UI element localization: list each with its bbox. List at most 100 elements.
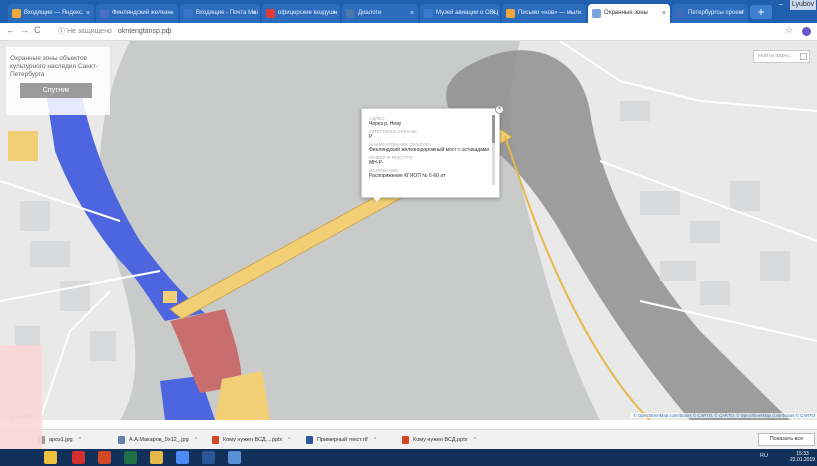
browser-tab[interactable]: Письмо «нов» — мыл× [502, 4, 586, 23]
forward-button[interactable]: → [20, 25, 29, 35]
taskbar-files-icon[interactable] [150, 451, 163, 464]
browser-tab[interactable]: Диалоги× [342, 4, 418, 23]
buildings-right [620, 101, 790, 305]
download-filename: Кому нужен ВСД.pptx [413, 437, 468, 443]
tab-favicon-icon [184, 9, 193, 18]
map-view[interactable]: Охранные зоны объектов культурного насле… [0, 41, 817, 420]
browser-tab[interactable]: Охранные зоны × [588, 4, 670, 23]
popup-field-label: НОМЕР В РЕЕСТРЕ [369, 155, 413, 160]
bookmark-star-icon[interactable]: ☆ [785, 25, 794, 35]
downloads-bar: ароз1.jpg^А.А.Макаров_9х12_.jpg^Кому нуж… [0, 429, 817, 449]
taskbar-window-icon[interactable] [228, 451, 241, 464]
tab-favicon-icon [676, 9, 685, 18]
url-field[interactable]: ⓘ Не защищено okntengtansp.рф [58, 26, 172, 36]
clock-date: 22.01.2019 [790, 457, 816, 463]
tab-close-icon[interactable]: × [491, 10, 496, 17]
extension-icon[interactable] [802, 27, 811, 36]
scrollbar-thumb[interactable] [492, 115, 495, 143]
tab-favicon-icon [592, 9, 601, 18]
tab-close-icon[interactable]: × [251, 10, 256, 17]
tab-close-icon[interactable]: × [661, 10, 666, 17]
minimize-button[interactable]: – [779, 1, 783, 8]
language-indicator[interactable]: RU [760, 453, 768, 459]
taskbar-powerpoint-icon[interactable] [98, 451, 111, 464]
tab-close-icon[interactable]: × [331, 10, 336, 17]
popup-close-icon[interactable]: × [495, 105, 504, 114]
tab-close-icon[interactable]: × [85, 10, 90, 17]
download-item[interactable]: Примерный текст.rtf^ [306, 434, 376, 446]
blue-zone-left [45, 86, 205, 321]
tab-favicon-icon [506, 9, 515, 18]
yellow-zone-left [8, 131, 38, 161]
popup-field-value: Р [369, 134, 373, 140]
download-filename: ароз1.jpg [49, 437, 73, 443]
chevron-up-icon[interactable]: ^ [373, 437, 377, 443]
popup-pointer [373, 197, 381, 202]
map-canvas[interactable] [0, 41, 817, 420]
taskbar-excel-icon[interactable] [124, 451, 137, 464]
back-button[interactable]: ← [6, 25, 15, 35]
reload-button[interactable]: C [34, 25, 41, 35]
chevron-up-icon[interactable]: ^ [288, 437, 291, 443]
tab-label: Входящие — Яндекс. [24, 10, 84, 16]
popup-field-value: МН-Р- [369, 160, 384, 166]
tab-label: Музей авиации и ОВЦ [436, 10, 499, 16]
chevron-up-icon[interactable]: ^ [78, 437, 82, 443]
user-profile-label[interactable]: Lyubov [790, 0, 816, 10]
download-item[interactable]: Кому нужен ВСД.pptx ^ [402, 434, 476, 446]
system-clock[interactable]: 15:33 22.01.2019 [790, 451, 815, 463]
browser-tab[interactable]: Петербургсы проект× [672, 4, 748, 23]
tab-favicon-icon [12, 9, 21, 18]
right-rail-line [504, 135, 651, 420]
tab-label: Письмо «нов» — мыл [518, 10, 579, 16]
tab-close-icon[interactable]: × [577, 10, 582, 17]
browser-tab[interactable]: офицерские воздушн× [262, 4, 340, 23]
tab-label: офицерские воздушн [278, 10, 338, 16]
new-tab-button[interactable]: + [750, 5, 772, 19]
file-icon [118, 435, 125, 444]
download-item[interactable]: ароз1.jpg ^ [38, 434, 81, 446]
search-placeholder: Найти адрес [758, 53, 791, 59]
river-right-bank [259, 41, 600, 420]
download-item[interactable]: А.А.Макаров_9х12_.jpg ^ [118, 434, 197, 446]
popup-scrollbar[interactable] [492, 115, 495, 185]
taskbar-word-icon[interactable] [202, 451, 215, 464]
browser-tab[interactable]: Финляндский железн× [96, 4, 178, 23]
download-filename: Кому нужен ВСД....pptx [223, 437, 283, 443]
download-filename: А.А.Макаров_9х12_.jpg [129, 437, 189, 443]
file-icon [212, 435, 219, 444]
tab-close-icon[interactable]: × [169, 10, 174, 17]
insecure-label: Не защищено [66, 28, 112, 35]
search-icon[interactable] [800, 53, 807, 60]
browser-tab[interactable]: Входящие — Яндекс.× [8, 4, 94, 23]
download-item[interactable]: Кому нужен ВСД....pptx ^ [212, 434, 291, 446]
taskbar-acrobat-icon[interactable] [72, 451, 85, 464]
taskbar-chrome-icon[interactable] [176, 451, 189, 464]
tab-label: Входящие - Почта Mai [196, 10, 258, 16]
chevron-up-icon[interactable]: ^ [473, 437, 477, 443]
popup-field-label: ОСНОВАНИЕ [369, 168, 399, 173]
clock-time: 15:33 [796, 451, 809, 457]
tab-label: Петербургсы проект [688, 10, 745, 16]
taskbar-explorer-icon[interactable] [44, 451, 57, 464]
yellow-zone-small [163, 291, 177, 303]
address-search-input[interactable]: Найти адрес [753, 50, 810, 63]
satellite-button[interactable]: Спутник [20, 83, 92, 98]
tab-label: Финляндский железн [112, 10, 171, 16]
dark-protection-zone [446, 50, 790, 420]
chevron-up-icon[interactable]: ^ [194, 437, 198, 443]
browser-tab[interactable]: Музей авиации и ОВЦ× [420, 4, 500, 23]
tab-bar: Входящие — Яндекс.×Финляндский железн×Вх… [0, 0, 817, 23]
file-icon [306, 435, 313, 444]
popup-field-value: Распоряжение КГИОП № 6-60 от [369, 173, 446, 179]
show-all-downloads-button[interactable]: Показать все [758, 433, 815, 446]
info-icon[interactable]: ⓘ [58, 28, 65, 35]
tab-close-icon[interactable]: × [409, 10, 414, 17]
tab-favicon-icon [346, 9, 355, 18]
tab-close-icon[interactable]: × [739, 10, 744, 17]
red-zone [170, 309, 242, 393]
tab-label: Охранные зоны [604, 10, 648, 16]
map-attribution[interactable]: © OpenStreetMap contributors © CARTO, © … [631, 413, 817, 418]
browser-tab[interactable]: Входящие - Почта Mai× [180, 4, 260, 23]
